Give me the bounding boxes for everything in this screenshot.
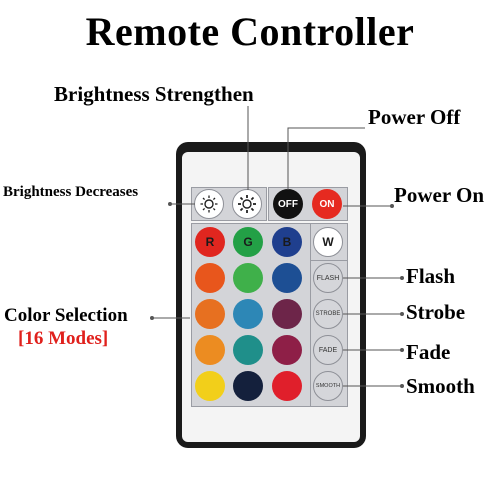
diagram-title: Remote Controller xyxy=(85,9,415,54)
color-button[interactable] xyxy=(272,299,302,329)
color-button[interactable] xyxy=(233,335,263,365)
blue-button[interactable]: B xyxy=(272,227,302,257)
green-button[interactable]: G xyxy=(233,227,263,257)
color-button[interactable] xyxy=(272,263,302,293)
color-button[interactable] xyxy=(233,263,263,293)
color-button[interactable] xyxy=(195,335,225,365)
fade-button[interactable]: FADE xyxy=(313,335,343,365)
leader-dot xyxy=(168,202,172,206)
label-color-modes: [16 Modes] xyxy=(18,328,109,349)
leader-dot xyxy=(150,316,154,320)
label-brightness-decreases: Brightness Decreases xyxy=(3,184,139,200)
color-button[interactable] xyxy=(195,263,225,293)
color-button[interactable] xyxy=(233,371,263,401)
label-smooth: Smooth xyxy=(406,374,475,398)
color-button[interactable] xyxy=(272,335,302,365)
color-button[interactable] xyxy=(272,371,302,401)
red-button[interactable]: R xyxy=(195,227,225,257)
label-power-on: Power On xyxy=(394,183,485,207)
leader-dot xyxy=(400,312,404,316)
sun-bright-icon xyxy=(238,195,256,213)
flash-button[interactable]: FLASH xyxy=(313,263,343,293)
color-button[interactable] xyxy=(195,371,225,401)
leader-power-off xyxy=(287,127,365,190)
label-strobe: Strobe xyxy=(406,300,466,324)
label-flash: Flash xyxy=(406,264,456,288)
sun-dim-icon xyxy=(200,195,218,213)
color-button[interactable] xyxy=(233,299,263,329)
label-power-off: Power Off xyxy=(368,105,461,129)
smooth-button[interactable]: SMOOTH xyxy=(313,371,343,401)
leader-dot xyxy=(390,204,394,208)
label-color-selection: Color Selection xyxy=(4,305,128,326)
brightness-down-button[interactable] xyxy=(194,189,224,219)
leader-dot xyxy=(400,384,404,388)
color-button[interactable] xyxy=(195,299,225,329)
label-brightness-strengthen: Brightness Strengthen xyxy=(54,82,254,106)
power-off-button[interactable]: OFF xyxy=(273,189,303,219)
leader-dot xyxy=(400,276,404,280)
strobe-button[interactable]: STROBE xyxy=(313,299,343,329)
power-on-button[interactable]: ON xyxy=(312,189,342,219)
leader-dot xyxy=(400,348,404,352)
label-fade: Fade xyxy=(406,340,451,364)
brightness-up-button[interactable] xyxy=(232,189,262,219)
white-button[interactable]: W xyxy=(313,227,343,257)
